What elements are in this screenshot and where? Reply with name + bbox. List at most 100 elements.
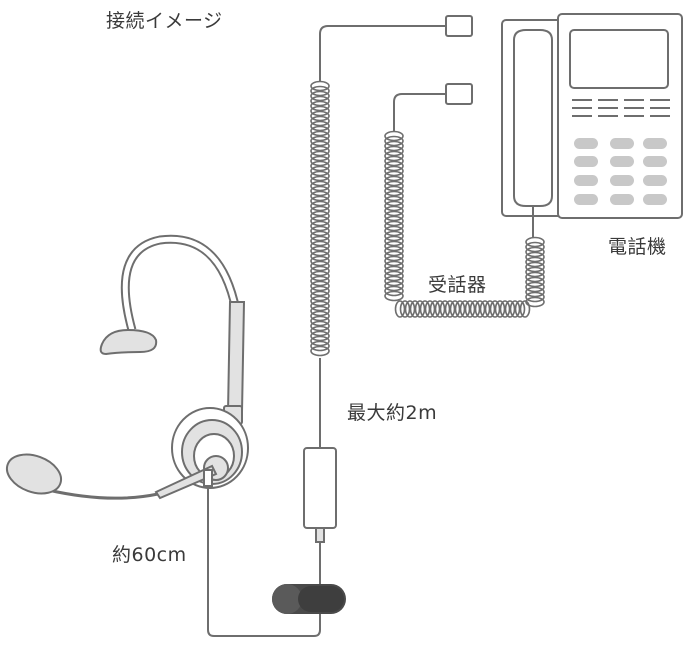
coil-loop — [519, 300, 531, 318]
coil-loop — [384, 225, 404, 237]
coil-loop — [384, 180, 404, 192]
coil-loop — [310, 245, 330, 257]
coil-loop — [514, 300, 526, 318]
coil-loop — [384, 200, 404, 212]
coil-loop — [310, 210, 330, 222]
coil-loop — [310, 285, 330, 297]
coil-loop — [384, 265, 404, 277]
coil-loop — [310, 85, 330, 97]
coil-cord-handset-vertical — [384, 130, 404, 302]
coil-loop — [384, 275, 404, 287]
adapter-box — [303, 447, 337, 543]
coil-loop — [384, 170, 404, 182]
coil-loop — [310, 345, 330, 357]
coil-loop — [310, 180, 330, 192]
coil-loop — [310, 135, 330, 147]
coil-loop — [384, 270, 404, 282]
coil-loop — [310, 115, 330, 127]
coil-loop — [310, 200, 330, 212]
coil-loop — [384, 155, 404, 167]
coil-loop — [310, 250, 330, 262]
coil-loop — [409, 300, 421, 318]
coil-loop — [394, 300, 406, 318]
coil-loop — [399, 300, 411, 318]
coil-loop — [419, 300, 431, 318]
coil-loop — [310, 260, 330, 272]
headset-icon — [5, 234, 249, 500]
coil-loop — [384, 290, 404, 302]
coil-loop — [310, 300, 330, 312]
coil-loop — [310, 145, 330, 157]
coil-loop — [310, 165, 330, 177]
coil-loop — [439, 300, 451, 318]
coil-loop — [499, 300, 511, 318]
coil-loop — [404, 300, 416, 318]
coil-loop — [414, 300, 426, 318]
coil-cord-handset-horizontal — [394, 300, 531, 318]
coil-loop — [525, 266, 545, 278]
plug-handset-icon — [438, 83, 473, 105]
coil-cord-handset-rise — [525, 236, 545, 308]
coil-loop — [310, 270, 330, 282]
coil-loop — [525, 291, 545, 303]
coil-loop — [310, 190, 330, 202]
coil-loop — [310, 255, 330, 267]
coil-loop — [525, 256, 545, 268]
coil-loop — [310, 340, 330, 352]
coil-loop — [525, 246, 545, 258]
coil-loop — [310, 225, 330, 237]
coil-loop — [384, 165, 404, 177]
coil-loop — [310, 325, 330, 337]
coil-loop — [310, 330, 330, 342]
coil-loop — [525, 286, 545, 298]
label-max-length: 最大約2m — [347, 402, 438, 424]
coil-loop — [310, 125, 330, 137]
coil-loop — [310, 90, 330, 102]
coil-loop — [310, 315, 330, 327]
quick-disconnect-icon — [272, 584, 346, 614]
coil-loop — [384, 205, 404, 217]
coil-loop — [310, 95, 330, 107]
coil-loop — [454, 300, 466, 318]
coil-loop — [384, 220, 404, 232]
coil-loop — [384, 130, 404, 142]
coil-loop — [310, 130, 330, 142]
coil-loop — [310, 240, 330, 252]
coil-loop — [310, 275, 330, 287]
coil-loop — [384, 140, 404, 152]
coil-loop — [525, 296, 545, 308]
coil-loop — [384, 250, 404, 262]
keypad — [574, 138, 667, 205]
diagram-title: 接続イメージ — [106, 10, 223, 32]
coil-loop — [384, 260, 404, 272]
coil-loop — [310, 205, 330, 217]
coil-loop — [310, 305, 330, 317]
coil-loop — [310, 185, 330, 197]
coil-loop — [384, 190, 404, 202]
coil-loop — [525, 261, 545, 273]
coil-loop — [310, 335, 330, 347]
coil-loop — [444, 300, 456, 318]
coil-loop — [310, 140, 330, 152]
coil-loop — [310, 155, 330, 167]
coil-loop — [384, 240, 404, 252]
coil-loop — [479, 300, 491, 318]
coil-loop — [384, 160, 404, 172]
coil-loop — [484, 300, 496, 318]
coil-loop — [310, 100, 330, 112]
coil-loop — [384, 135, 404, 147]
coil-loop — [525, 241, 545, 253]
coil-loop — [489, 300, 501, 318]
coil-loop — [459, 300, 471, 318]
coil-loop — [525, 281, 545, 293]
coil-loop — [384, 185, 404, 197]
coil-loop — [424, 300, 436, 318]
coil-loop — [384, 280, 404, 292]
coil-loop — [310, 265, 330, 277]
coil-loop — [509, 300, 521, 318]
coil-loop — [310, 170, 330, 182]
coil-loop — [384, 150, 404, 162]
coil-loop — [434, 300, 446, 318]
coil-loop — [384, 230, 404, 242]
